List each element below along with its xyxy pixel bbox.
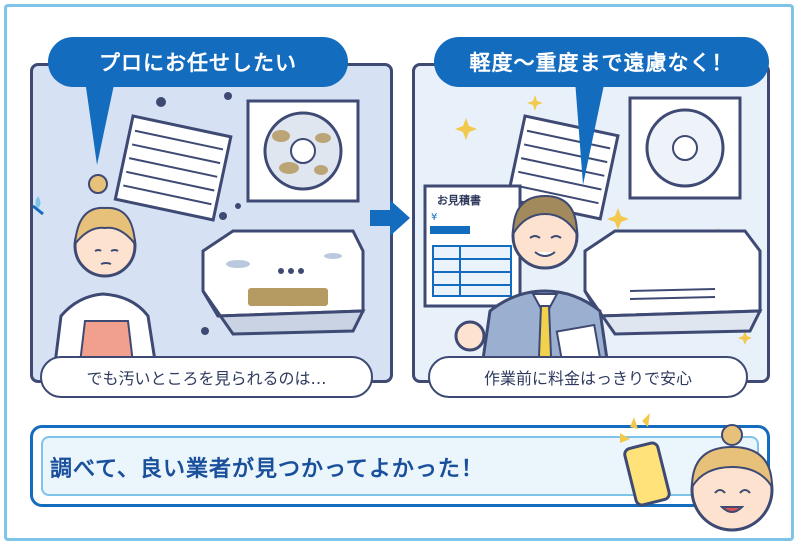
- speech-tail-left: [85, 80, 115, 165]
- range-hood-illustration: [201, 229, 366, 336]
- estimate-title: お見積書: [437, 194, 481, 207]
- sparkle-icon: [620, 413, 650, 443]
- speech-tail-right: [575, 80, 605, 185]
- estimate-document: [423, 184, 522, 308]
- grime-specks: [156, 92, 241, 335]
- happy-woman-illustration: [620, 413, 774, 532]
- phone-icon: [623, 441, 671, 507]
- clean-range-hood-illustration: [583, 229, 763, 336]
- arrow-right-icon: [370, 200, 410, 236]
- estimate-yen-mark: ¥: [431, 212, 438, 223]
- clean-fan-illustration: [628, 96, 742, 200]
- right-panel-illustration: [423, 95, 763, 380]
- right-panel: お見積書 ¥: [412, 63, 770, 383]
- speech-bubble-right: 軽度～重度まで遠慮なく！: [434, 37, 769, 87]
- caption-right: 作業前に料金はっきりで安心: [428, 356, 748, 398]
- speech-bubble-left: プロにお任せしたい: [48, 37, 348, 87]
- ventilation-fan-illustration: [246, 99, 360, 203]
- grille-illustration: [113, 114, 233, 222]
- caption-left: でも汚いところを見られるのは…: [40, 356, 373, 398]
- bottom-message: 調べて、良い業者が見つかってよかった！: [50, 457, 484, 482]
